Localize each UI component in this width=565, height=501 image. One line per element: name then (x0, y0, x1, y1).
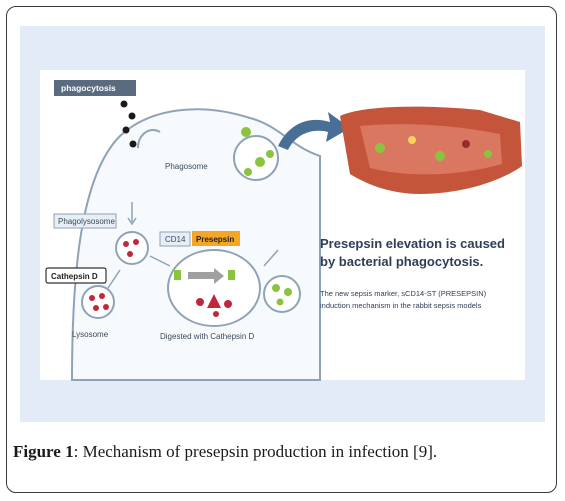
cd14-fragment-icon (255, 157, 265, 167)
digested-label: Digested with Cathepsin D (160, 332, 254, 341)
presepsin-bar-icon (228, 270, 235, 280)
tissue-dot-icon (375, 143, 385, 153)
enzyme-icon (103, 304, 109, 310)
bacterium-icon (196, 298, 204, 306)
bacterium-icon (129, 140, 137, 148)
bacterium-icon (123, 241, 129, 247)
tissue-inner (360, 124, 502, 175)
enzyme-icon (99, 293, 105, 299)
bacterium-icon (213, 311, 219, 317)
cd14-tag (159, 231, 191, 247)
digested-bacteria-group (196, 294, 232, 317)
presepsin-label: Presepsin (196, 235, 234, 244)
tissue-dot-icon (462, 140, 470, 148)
cathepsin-d-label: Cathepsin D (51, 272, 98, 281)
presepsin-fragment-icon (276, 298, 284, 306)
figure-caption: Figure 1: Mechanism of presepsin product… (13, 442, 543, 462)
tissue-dot-icon (484, 150, 492, 158)
presepsin-tag (192, 231, 240, 246)
phagosome-pocket (137, 129, 161, 149)
tissue-image (340, 106, 522, 194)
release-arrow-icon (278, 112, 350, 150)
bacterium-icon (224, 300, 232, 308)
figure-image: phagocytosis Phagosome (20, 26, 545, 422)
tissue-dot-icon (435, 151, 445, 161)
presepsin-fragment-icon (284, 288, 292, 296)
presepsin-fragment-icon (272, 284, 280, 292)
digestion-vesicle (167, 249, 261, 327)
headline-line2: by bacterial phagocytosis. (320, 254, 483, 269)
lysosome-vesicle (81, 285, 115, 319)
up-right-arrow-icon (263, 249, 279, 267)
phagocytosis-tag (54, 80, 136, 96)
output-presepsin-group (272, 284, 292, 306)
phagolysosome-label: Phagolysosome (58, 217, 115, 226)
tissue-dot-icon (408, 136, 416, 144)
enzyme-icon (93, 305, 99, 311)
vesicle-release (233, 135, 279, 181)
right-arrow-icon (149, 255, 171, 267)
subtext-line2: induction mechanism in the rabbit sepsis… (320, 301, 482, 310)
headline-line1: Presepsin elevation is caused (320, 236, 505, 251)
output-vesicle (263, 275, 301, 313)
bacterium-icon (122, 126, 130, 134)
figure-caption-text: : Mechanism of presepsin production in i… (73, 442, 438, 461)
figure-caption-label: Figure 1 (13, 442, 74, 461)
red-bacteria-group (123, 239, 139, 257)
cd14-bar-icon (174, 270, 181, 280)
enzyme-triangle-icon (207, 294, 221, 308)
lysosome-enzyme-group (89, 293, 109, 311)
green-cd14-group (241, 127, 274, 176)
bacteria-black-group (120, 100, 137, 148)
lysosome-label: Lysosome (72, 330, 109, 339)
digestion-arrow-icon (188, 272, 214, 279)
digestion-arrow-head-icon (214, 268, 224, 284)
cd14-fragment-icon (241, 127, 251, 137)
mechanism-diagram: phagocytosis Phagosome (40, 70, 525, 381)
subtext-line1: The new sepsis marker, sCD14-ST (PRESEPS… (320, 289, 487, 298)
phagolysosome-tag (53, 213, 117, 229)
bacterium-icon (127, 251, 133, 257)
bacterium-icon (120, 100, 128, 108)
cathepsin-d-tag (45, 267, 107, 284)
phagolysosome-vesicle (115, 231, 149, 265)
cd14-fragment-icon (244, 168, 252, 176)
bacterium-icon (128, 112, 136, 120)
phagosome-label: Phagosome (165, 162, 208, 171)
down-arrow-head-icon (127, 217, 137, 226)
phagocytosis-label: phagocytosis (61, 83, 116, 93)
enzyme-icon (89, 295, 95, 301)
cd14-label: CD14 (165, 235, 186, 244)
up-arrow-icon (107, 269, 121, 289)
cd14-fragment-icon (266, 150, 274, 158)
bacterium-icon (133, 239, 139, 245)
